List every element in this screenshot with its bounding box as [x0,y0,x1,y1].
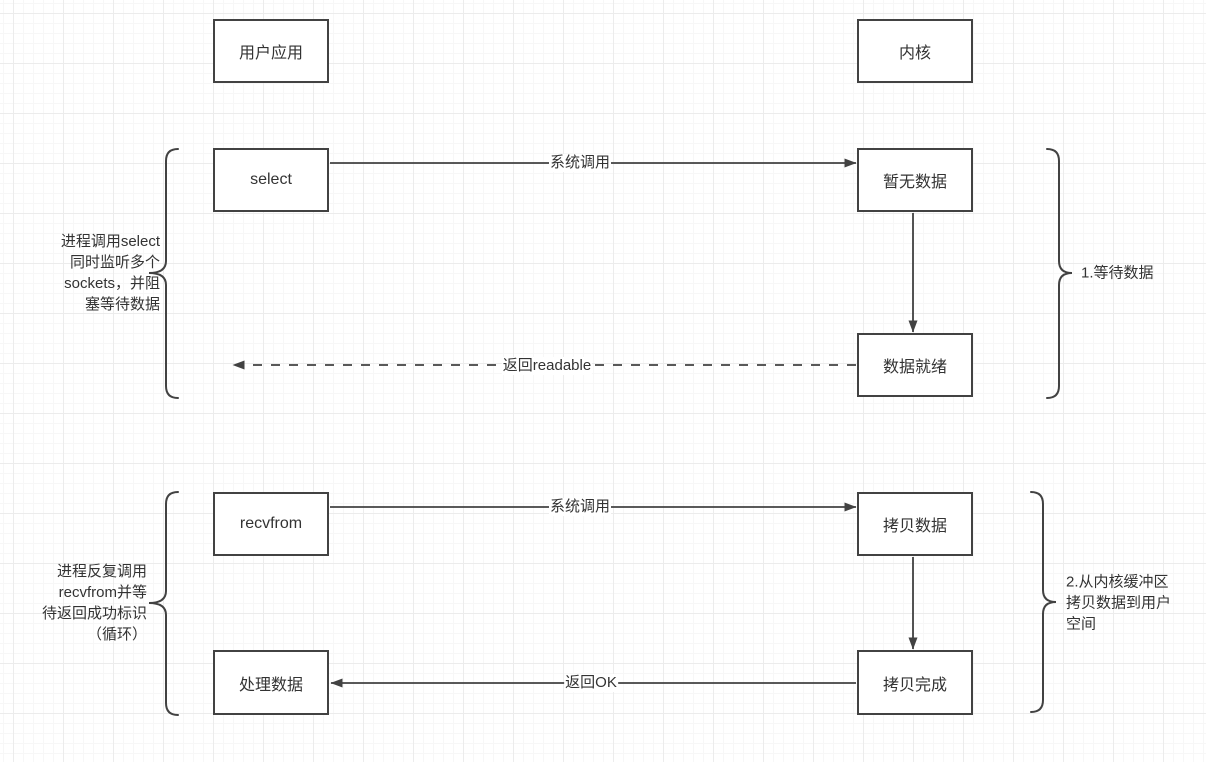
node-recvfrom: recvfrom [213,492,329,556]
node-no-data: 暂无数据 [857,148,973,212]
edge-label-syscall-select: 系统调用 [548,154,612,172]
node-data-ready: 数据就绪 [857,333,973,397]
node-user-app: 用户应用 [213,19,329,83]
node-copy-done: 拷贝完成 [857,650,973,715]
annotation-select-blocking: 进程调用select 同时监听多个 sockets，并阻 塞等待数据 [60,233,160,313]
annotation-wait-data: 1.等待数据 [1081,264,1154,282]
brace-left-bottom [148,491,179,716]
node-select: select [213,148,329,212]
node-process-data: 处理数据 [213,650,329,715]
edge-label-return-readable: 返回readable [501,357,593,375]
node-copy-data: 拷贝数据 [857,492,973,556]
brace-right-bottom [1030,491,1057,713]
annotation-recvfrom-loop: 进程反复调用 recvfrom并等 待返回成功标识 （循环） [41,563,147,643]
annotation-copy-to-user: 2.从内核缓冲区 拷贝数据到用户 空间 [1066,573,1172,633]
node-kernel: 内核 [857,19,973,83]
edge-label-syscall-recvfrom: 系统调用 [548,498,612,516]
brace-right-top [1046,148,1073,399]
edge-label-return-ok: 返回OK [564,674,618,692]
